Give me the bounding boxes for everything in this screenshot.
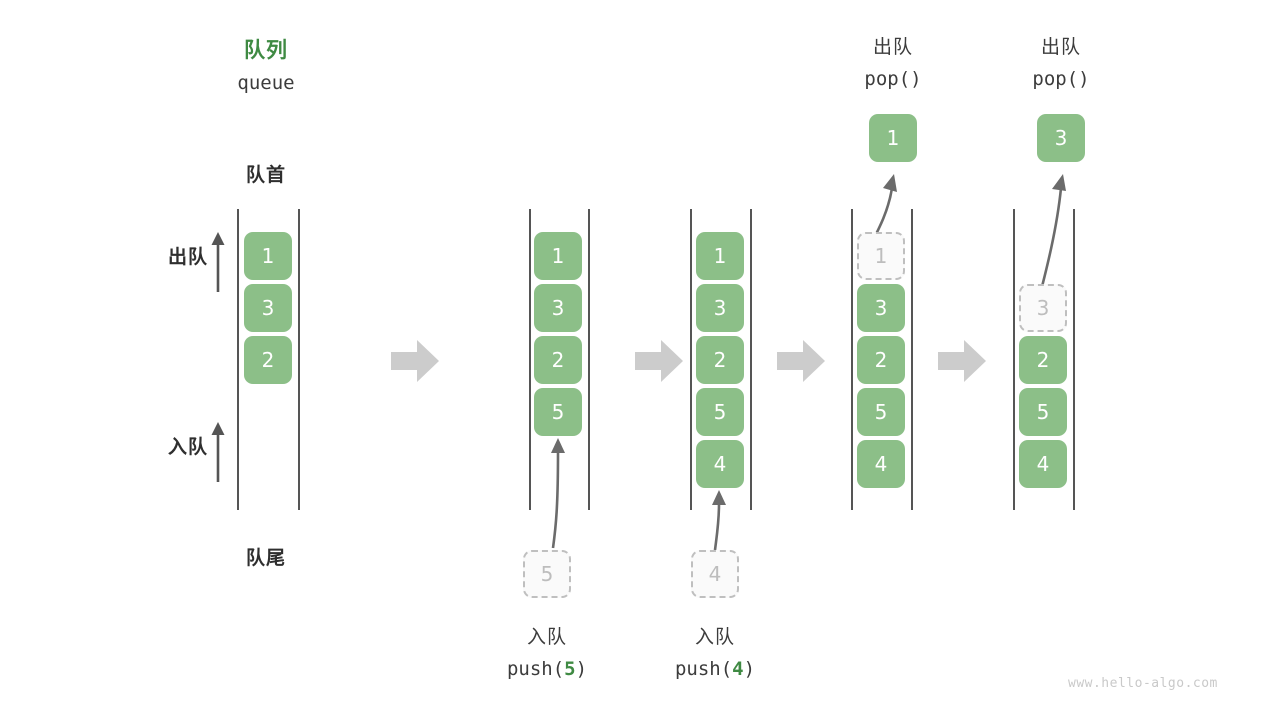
push-op-label-cn: 入队	[694, 626, 735, 648]
push-code-value: 4	[732, 658, 744, 680]
enqueue-label: 入队	[167, 436, 208, 458]
queue-rail-left	[1013, 209, 1015, 510]
push-code-suffix: )	[743, 658, 756, 680]
rear-label: 队尾	[245, 547, 286, 569]
queue-title-en: queue	[237, 72, 295, 94]
dequeue-arrow-icon	[211, 232, 225, 292]
queue-title-cn: 队列	[244, 38, 288, 62]
queue-cell: 2	[857, 336, 905, 384]
incoming-ghost-cell: 5	[523, 550, 571, 598]
queue-rail-right	[588, 209, 590, 510]
queue-rail-left	[690, 209, 692, 510]
popped-cell: 1	[869, 114, 917, 162]
queue-cell: 2	[534, 336, 582, 384]
step-arrow-3-icon	[777, 340, 825, 382]
queue-cell: 5	[534, 388, 582, 436]
queue-cell: 4	[696, 440, 744, 488]
push-code-value: 5	[564, 658, 576, 680]
queue-cell: 2	[244, 336, 292, 384]
push-op-code: push(4)	[645, 658, 785, 680]
push-code-prefix: push(	[506, 658, 565, 680]
queue-cell: 3	[534, 284, 582, 332]
pop-op-label-cn: 出队	[1040, 36, 1081, 58]
queue-cell: 1	[244, 232, 292, 280]
queue-rail-right	[911, 209, 913, 510]
step-arrow-1-icon	[391, 340, 439, 382]
front-label: 队首	[245, 164, 286, 186]
popped-ghost-cell: 3	[1019, 284, 1067, 332]
dequeue-label: 出队	[167, 246, 208, 268]
queue-cell: 5	[857, 388, 905, 436]
pop-op-code: pop()	[864, 68, 922, 90]
queue-cell: 4	[857, 440, 905, 488]
queue-rail-right	[750, 209, 752, 510]
queue-rail-right	[1073, 209, 1075, 510]
popped-ghost-cell: 1	[857, 232, 905, 280]
step-arrow-2-icon	[635, 340, 683, 382]
queue-cell: 3	[696, 284, 744, 332]
queue-rail-left	[237, 209, 239, 510]
step-arrow-4-icon	[938, 340, 986, 382]
pop-op-code: pop()	[1032, 68, 1090, 90]
queue-cell: 2	[1019, 336, 1067, 384]
queue-cell: 5	[1019, 388, 1067, 436]
queue-rail-left	[529, 209, 531, 510]
push-code-suffix: )	[575, 658, 588, 680]
queue-cell: 1	[534, 232, 582, 280]
push-op-label-cn: 入队	[526, 626, 567, 648]
queue-cell: 2	[696, 336, 744, 384]
push-code-prefix: push(	[674, 658, 733, 680]
push-op-code: push(5)	[477, 658, 617, 680]
watermark: www.hello-algo.com	[1068, 676, 1218, 691]
queue-rail-right	[298, 209, 300, 510]
queue-cell: 5	[696, 388, 744, 436]
incoming-ghost-cell: 4	[691, 550, 739, 598]
queue-cell: 4	[1019, 440, 1067, 488]
queue-cell: 3	[857, 284, 905, 332]
popped-cell: 3	[1037, 114, 1085, 162]
queue-rail-left	[851, 209, 853, 510]
pop-op-label-cn: 出队	[872, 36, 913, 58]
push-arrow-icon	[551, 438, 565, 549]
push-arrow-icon	[712, 490, 726, 551]
enqueue-arrow-icon	[211, 422, 225, 482]
queue-cell: 1	[696, 232, 744, 280]
queue-cell: 3	[244, 284, 292, 332]
